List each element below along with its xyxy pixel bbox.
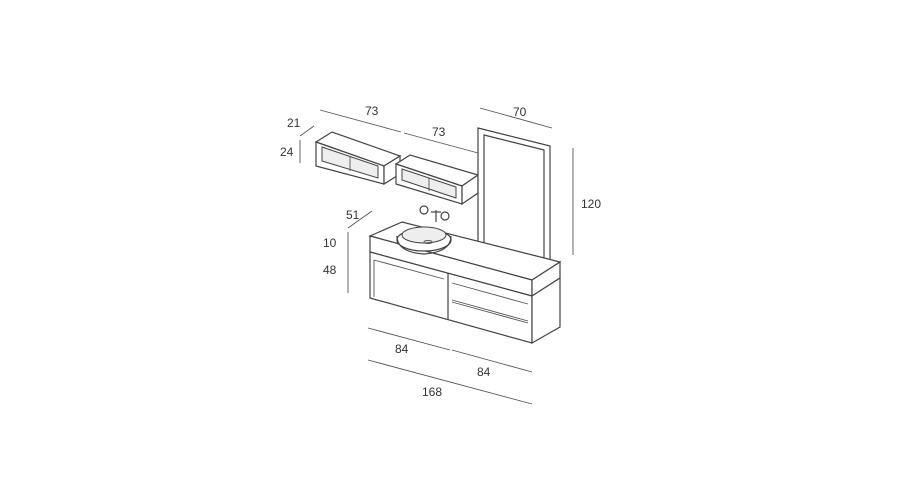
- dim-right-module-width: 84: [477, 365, 491, 379]
- dim-mirror-width: 70: [513, 105, 527, 119]
- dim-mirror-height: 120: [581, 197, 601, 211]
- wall-shelf-right: [394, 154, 480, 206]
- faucet-icon: [419, 205, 450, 222]
- dim-shelf2-width: 73: [432, 125, 446, 139]
- dim-total-width: 168: [422, 385, 442, 399]
- dim-shelf1-width: 73: [365, 104, 379, 118]
- wall-shelf-left: [314, 131, 402, 186]
- dim-left-module-width: 84: [395, 342, 409, 356]
- dim-shelf-depth: 21: [287, 116, 301, 130]
- dim-cabinet-depth: 51: [346, 208, 360, 222]
- dim-cabinet-height: 48: [323, 263, 337, 277]
- basin: [396, 226, 452, 255]
- dim-top-thickness: 10: [323, 236, 337, 250]
- dimension-lines: [299, 107, 574, 405]
- dim-shelf-height: 24: [280, 145, 294, 159]
